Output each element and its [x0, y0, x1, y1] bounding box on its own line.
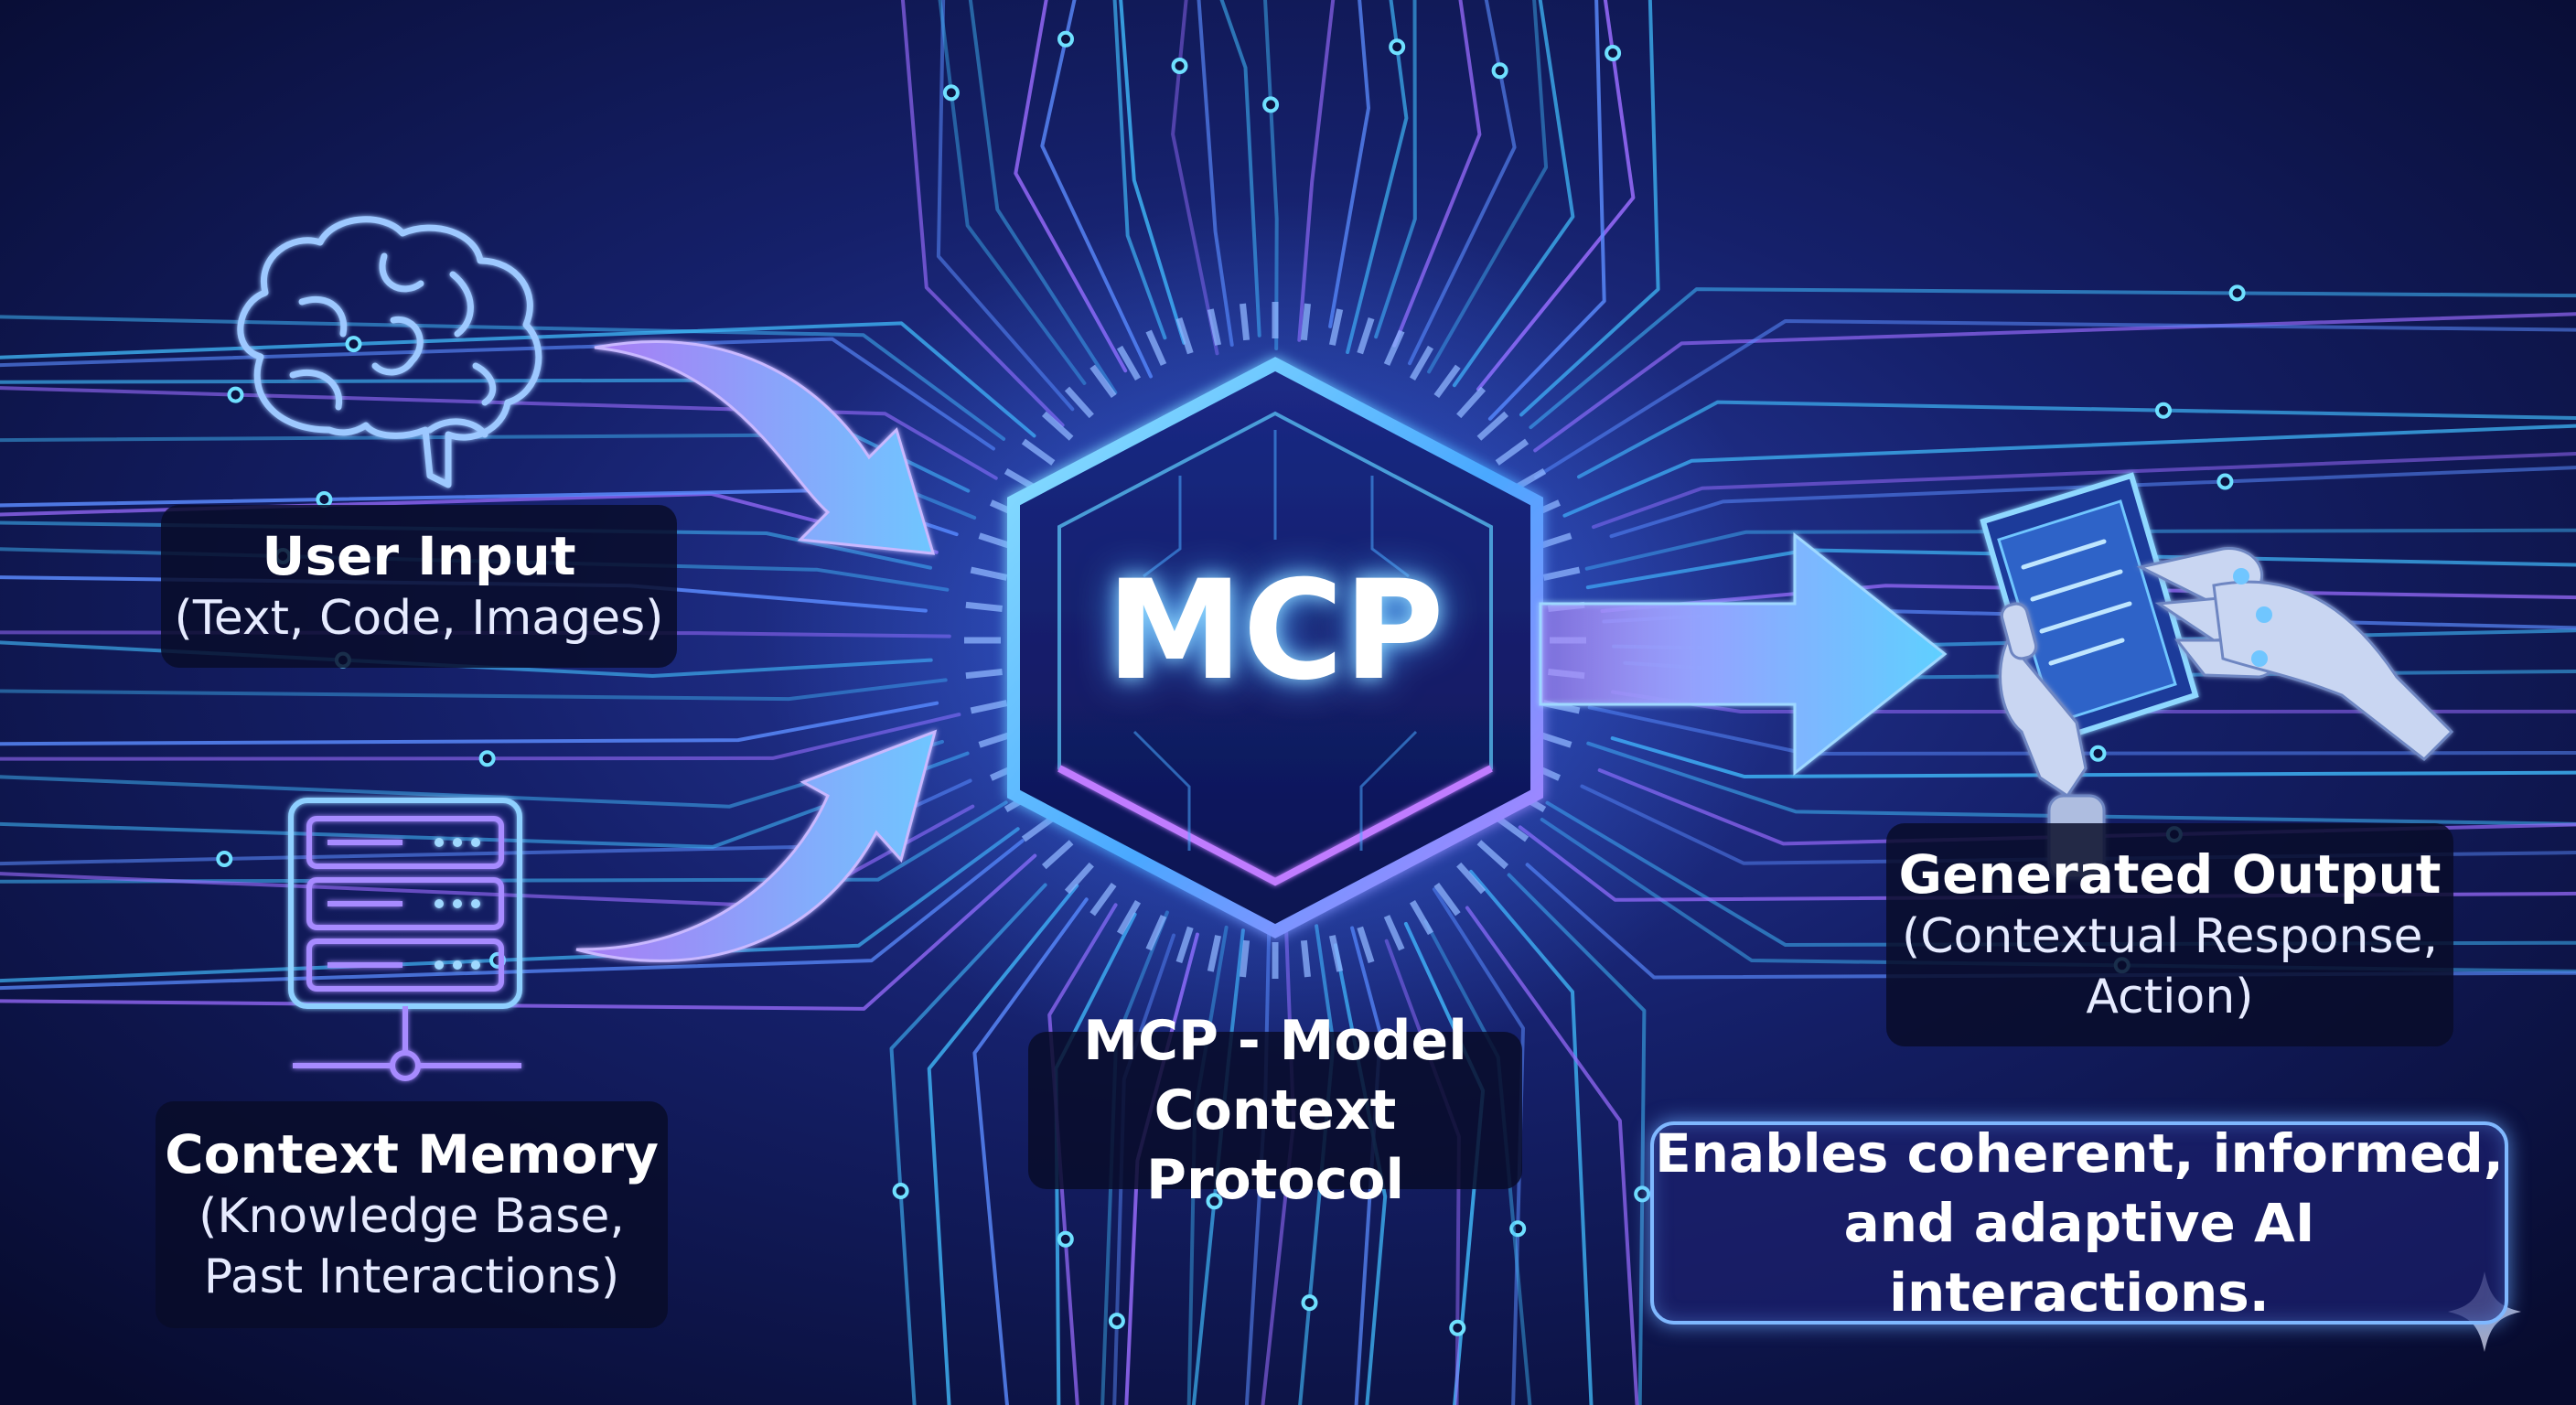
chip-pin [1542, 566, 1581, 581]
context-memory-label: Context Memory (Knowledge Base, Past Int… [156, 1101, 668, 1328]
mcp-protocol-line2: Context Protocol [1145, 1078, 1405, 1212]
circuit-node [2155, 402, 2172, 419]
chip-pin [970, 700, 1008, 714]
chip-pin [1021, 815, 1056, 842]
generated-output-title: Generated Output [1898, 843, 2442, 906]
robot-hand-icon [1999, 547, 2454, 880]
chip-pin [1357, 317, 1375, 355]
context-memory-subtitle-line1: (Knowledge Base, [199, 1189, 625, 1244]
circuit-node [2216, 473, 2234, 490]
chip-pin [1357, 926, 1375, 963]
chip-pin [1476, 840, 1509, 870]
arrow-user-to-mcp [594, 340, 936, 555]
circuit-node [1301, 1294, 1318, 1312]
chip-pin [970, 566, 1008, 581]
chip-pin [1433, 364, 1461, 399]
circuit-node [227, 386, 244, 403]
chip-pin [1476, 411, 1509, 441]
chip-pin [1456, 386, 1487, 419]
circuit-node [1509, 1220, 1527, 1238]
summary-callout-line1: Enables coherent, informed, [1655, 1122, 2504, 1185]
chip-pin [1495, 438, 1530, 466]
chip-pin [1207, 935, 1222, 972]
chip-pin [1175, 317, 1194, 355]
mcp-protocol-line1: MCP - Model [1083, 1009, 1467, 1073]
arrow-mcp-to-output [1539, 531, 1948, 777]
mcp-hexagon-outer [1007, 357, 1543, 938]
circuit-node [316, 491, 333, 508]
chip-pin [1456, 862, 1487, 895]
circuit-node [2089, 745, 2107, 762]
chip-pin [1064, 862, 1094, 895]
circuit-node [1634, 1185, 1651, 1203]
context-memory-subtitle-line2: Past Interactions) [203, 1249, 620, 1304]
chip-pin [1145, 915, 1167, 951]
circuit-node [1171, 58, 1188, 74]
chip-pin [965, 669, 1003, 680]
circuit-node [892, 1183, 909, 1199]
generated-output-label: Generated Output (Contextual Response, A… [1886, 823, 2453, 1046]
chip-pin [1145, 329, 1167, 366]
chip-pin [1328, 308, 1344, 346]
chip-pin [1383, 915, 1405, 951]
mcp-core [1007, 357, 1543, 938]
circuit-node [1108, 1313, 1125, 1330]
mcp-hexagon-accent [1057, 765, 1493, 886]
chip-pin [1409, 900, 1434, 936]
circuit-node [216, 851, 233, 867]
circuit-node [345, 336, 362, 353]
brain-icon [237, 216, 542, 488]
circuit-node [478, 750, 496, 767]
mcp-protocol-label: MCP - Model Context Protocol [1028, 1009, 1522, 1212]
chip-pin [1433, 882, 1461, 917]
chip-pin [1495, 815, 1530, 842]
chip-pin [1064, 386, 1094, 419]
chip-pin [965, 601, 1003, 612]
chip-pin [1240, 939, 1250, 978]
user-input-label: User Input (Text, Code, Images) [161, 505, 677, 668]
circuit-node [1491, 62, 1508, 80]
chip-pin [1116, 345, 1142, 381]
chip-pin [1041, 840, 1074, 870]
summary-callout-line2: and adaptive AI interactions. [1843, 1192, 2315, 1324]
chip-pin [1116, 900, 1142, 936]
chip-pin [1041, 411, 1074, 441]
chip-pin [1409, 345, 1434, 381]
generated-output-subtitle-line1: (Contextual Response, [1901, 909, 2439, 964]
chip-pin [1021, 438, 1056, 466]
server-icon [288, 798, 522, 1081]
user-input-title: User Input [262, 525, 576, 587]
mcp-title: MCP [1106, 552, 1444, 711]
summary-callout: Enables coherent, informed, and adaptive… [1650, 1121, 2508, 1325]
circuit-node [1206, 1193, 1223, 1210]
circuit-node [1449, 1319, 1466, 1336]
chip-pin [1207, 308, 1222, 346]
circuit-node [2228, 284, 2246, 302]
circuit-node [1605, 45, 1622, 61]
circuit-node [1057, 1230, 1074, 1248]
chip-pin [1240, 303, 1250, 341]
generated-output-subtitle-line2: Action) [2086, 970, 2254, 1024]
chip-pin [1328, 935, 1344, 972]
chip-pin [1383, 329, 1405, 366]
chip-pin [1300, 939, 1311, 978]
circuit-node [1389, 38, 1406, 56]
chip-pin [1089, 882, 1117, 917]
core-inner-traces [1132, 430, 1418, 851]
chip-pin [1089, 364, 1117, 399]
arrow-memory-to-mcp [575, 729, 938, 962]
circuit-node [942, 84, 960, 102]
circuit-node [1057, 30, 1074, 48]
chip-pin [1175, 926, 1194, 963]
context-memory-title: Context Memory [165, 1123, 659, 1185]
user-input-subtitle: (Text, Code, Images) [174, 591, 664, 646]
circuit-node [1262, 96, 1280, 113]
chip-pin [1300, 303, 1311, 341]
